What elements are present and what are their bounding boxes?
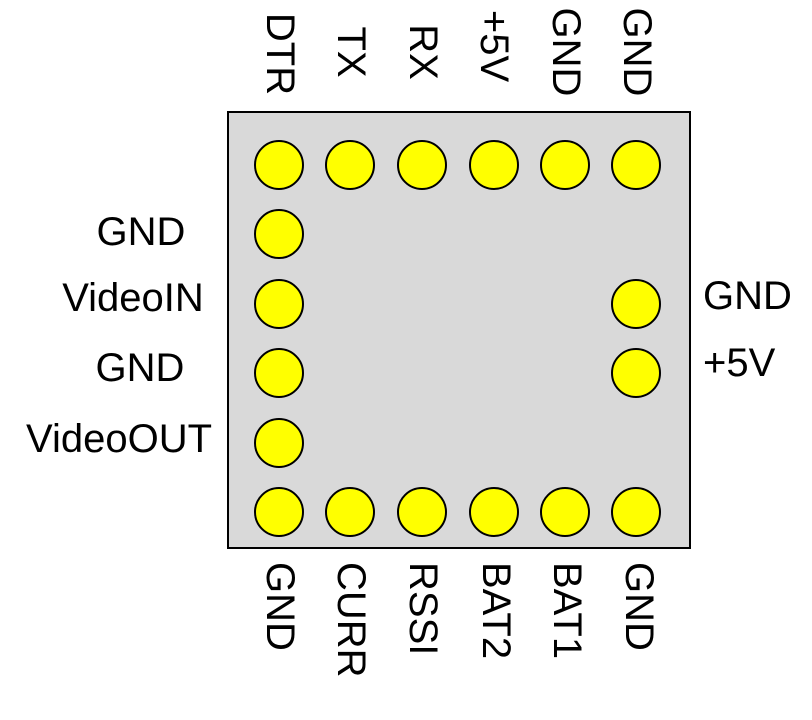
pad-top-gnd-1 bbox=[540, 140, 590, 190]
pin-label-bottom-curr: CURR bbox=[329, 562, 373, 678]
pad-right-5v bbox=[611, 348, 661, 398]
pin-label-left-gnd-1: GND bbox=[96, 210, 186, 254]
pad-top-dtr bbox=[254, 140, 304, 190]
pin-label-bottom-gnd-1: GND bbox=[258, 562, 302, 651]
pad-right-gnd bbox=[611, 279, 661, 329]
pin-label-bottom-gnd-2: GND bbox=[617, 562, 661, 651]
pad-bottom-bat2 bbox=[469, 487, 519, 537]
module-body bbox=[227, 111, 691, 549]
pad-bottom-gnd-1 bbox=[254, 487, 304, 537]
pin-label-top-gnd-1: GND bbox=[544, 7, 588, 97]
pin-label-top-gnd-2: GND bbox=[615, 7, 659, 97]
pad-left-videoin bbox=[254, 279, 304, 329]
pad-bottom-bat1 bbox=[540, 487, 590, 537]
pad-bottom-rssi bbox=[397, 487, 447, 537]
pin-label-top-5v: +5V bbox=[472, 9, 516, 83]
pad-bottom-gnd-2 bbox=[611, 487, 661, 537]
pin-label-top-dtr: DTR bbox=[258, 12, 302, 96]
pad-bottom-curr bbox=[325, 487, 375, 537]
pin-label-right-5v: +5V bbox=[703, 341, 776, 385]
pad-top-gnd-2 bbox=[611, 140, 661, 190]
pad-top-tx bbox=[325, 140, 375, 190]
pin-label-top-tx: TX bbox=[329, 26, 373, 78]
pad-left-gnd-2 bbox=[254, 348, 304, 398]
pin-label-bottom-rssi: RSSI bbox=[401, 562, 445, 656]
pin-label-bottom-bat2: BAT2 bbox=[474, 562, 518, 660]
pad-left-videoout bbox=[254, 418, 304, 468]
pad-top-5v bbox=[469, 140, 519, 190]
pin-label-left-gnd-2: GND bbox=[95, 346, 185, 390]
pad-left-gnd-1 bbox=[254, 209, 304, 259]
pad-top-rx bbox=[397, 140, 447, 190]
pin-label-top-rx: RX bbox=[401, 24, 445, 80]
pin-label-right-gnd: GND bbox=[703, 274, 792, 318]
pin-label-bottom-bat1: BAT1 bbox=[545, 562, 589, 660]
pin-label-left-videoout: VideoOUT bbox=[25, 417, 213, 461]
pin-label-left-videoin: VideoIN bbox=[62, 276, 204, 320]
